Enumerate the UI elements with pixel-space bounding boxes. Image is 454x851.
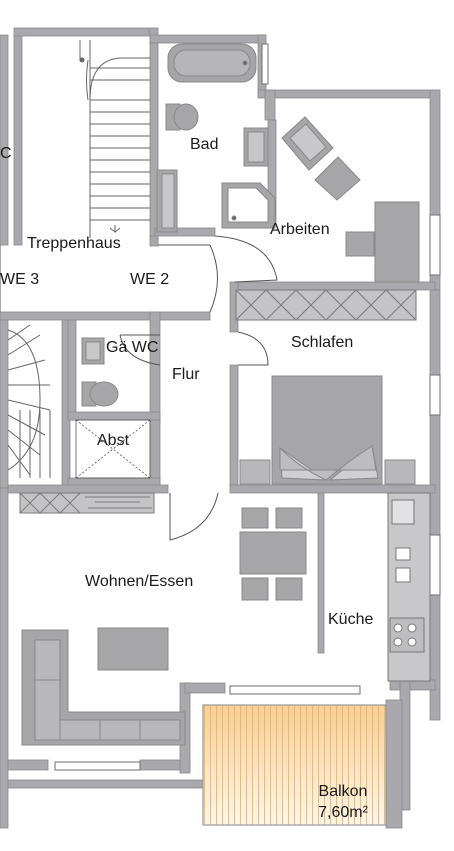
bed — [239, 375, 416, 485]
room-area-balkon: 7,60m² — [318, 804, 368, 821]
dining-set — [239, 507, 307, 601]
storage-room — [75, 419, 151, 479]
room-label-flur: Flur — [172, 366, 200, 383]
interior-doors — [119, 331, 269, 541]
wardrobe — [235, 289, 417, 321]
kitchen-units — [387, 492, 431, 682]
room-label-treppenhaus: Treppenhaus — [27, 235, 121, 252]
office-furniture — [281, 116, 420, 283]
windows — [54, 43, 441, 771]
room-label-wohnen-essen: Wohnen/Essen — [85, 573, 194, 590]
staircase-bottom — [7, 324, 51, 478]
room-label-bad: Bad — [190, 136, 219, 153]
room-label-abst: Abst — [97, 432, 130, 449]
living-storage — [19, 492, 155, 514]
room-label-gaeste-wc: Gä WC — [106, 339, 159, 356]
bathroom-fixtures — [156, 43, 276, 233]
room-label-schlafen: Schlafen — [291, 334, 354, 351]
guest-wc-fixtures — [81, 337, 119, 407]
balcony — [202, 699, 403, 829]
sofa — [21, 627, 186, 746]
room-label-balkon: Balkon — [318, 783, 368, 800]
room-label-kueche: Küche — [328, 611, 374, 628]
staircase-top — [79, 40, 150, 238]
room-label-we2: WE 2 — [130, 271, 170, 288]
room-label-left-cut: C — [0, 145, 12, 162]
corridor-doors — [0, 235, 278, 313]
room-label-arbeiten: Arbeiten — [270, 221, 330, 238]
room-label-we3: WE 3 — [0, 271, 40, 288]
walls — [0, 27, 441, 829]
